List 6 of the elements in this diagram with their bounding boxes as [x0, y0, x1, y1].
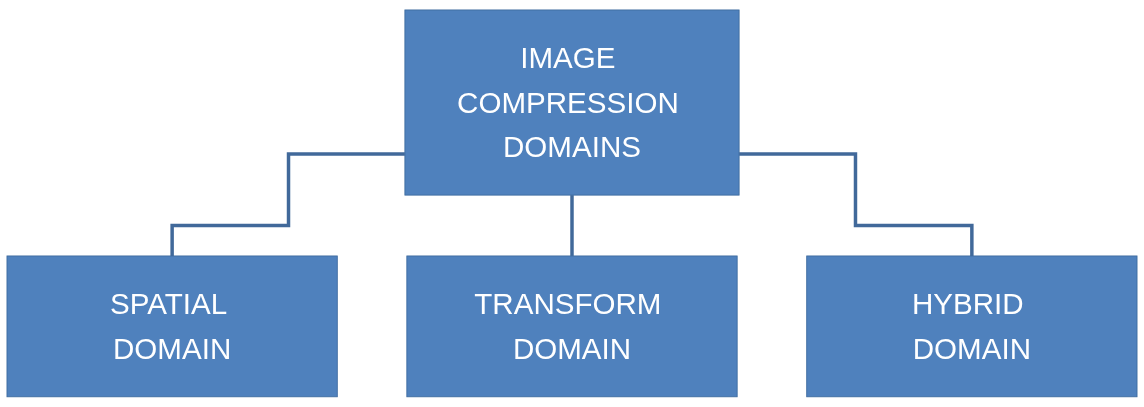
connector	[739, 152, 974, 258]
connector	[170, 152, 405, 258]
node-box: SPATIAL DOMAIN	[6, 255, 338, 398]
node-box: TRANSFORM DOMAIN	[406, 255, 738, 398]
node-box: IMAGE COMPRESSION DOMAINS	[404, 9, 740, 196]
node-box: HYBRID DOMAIN	[806, 255, 1138, 398]
